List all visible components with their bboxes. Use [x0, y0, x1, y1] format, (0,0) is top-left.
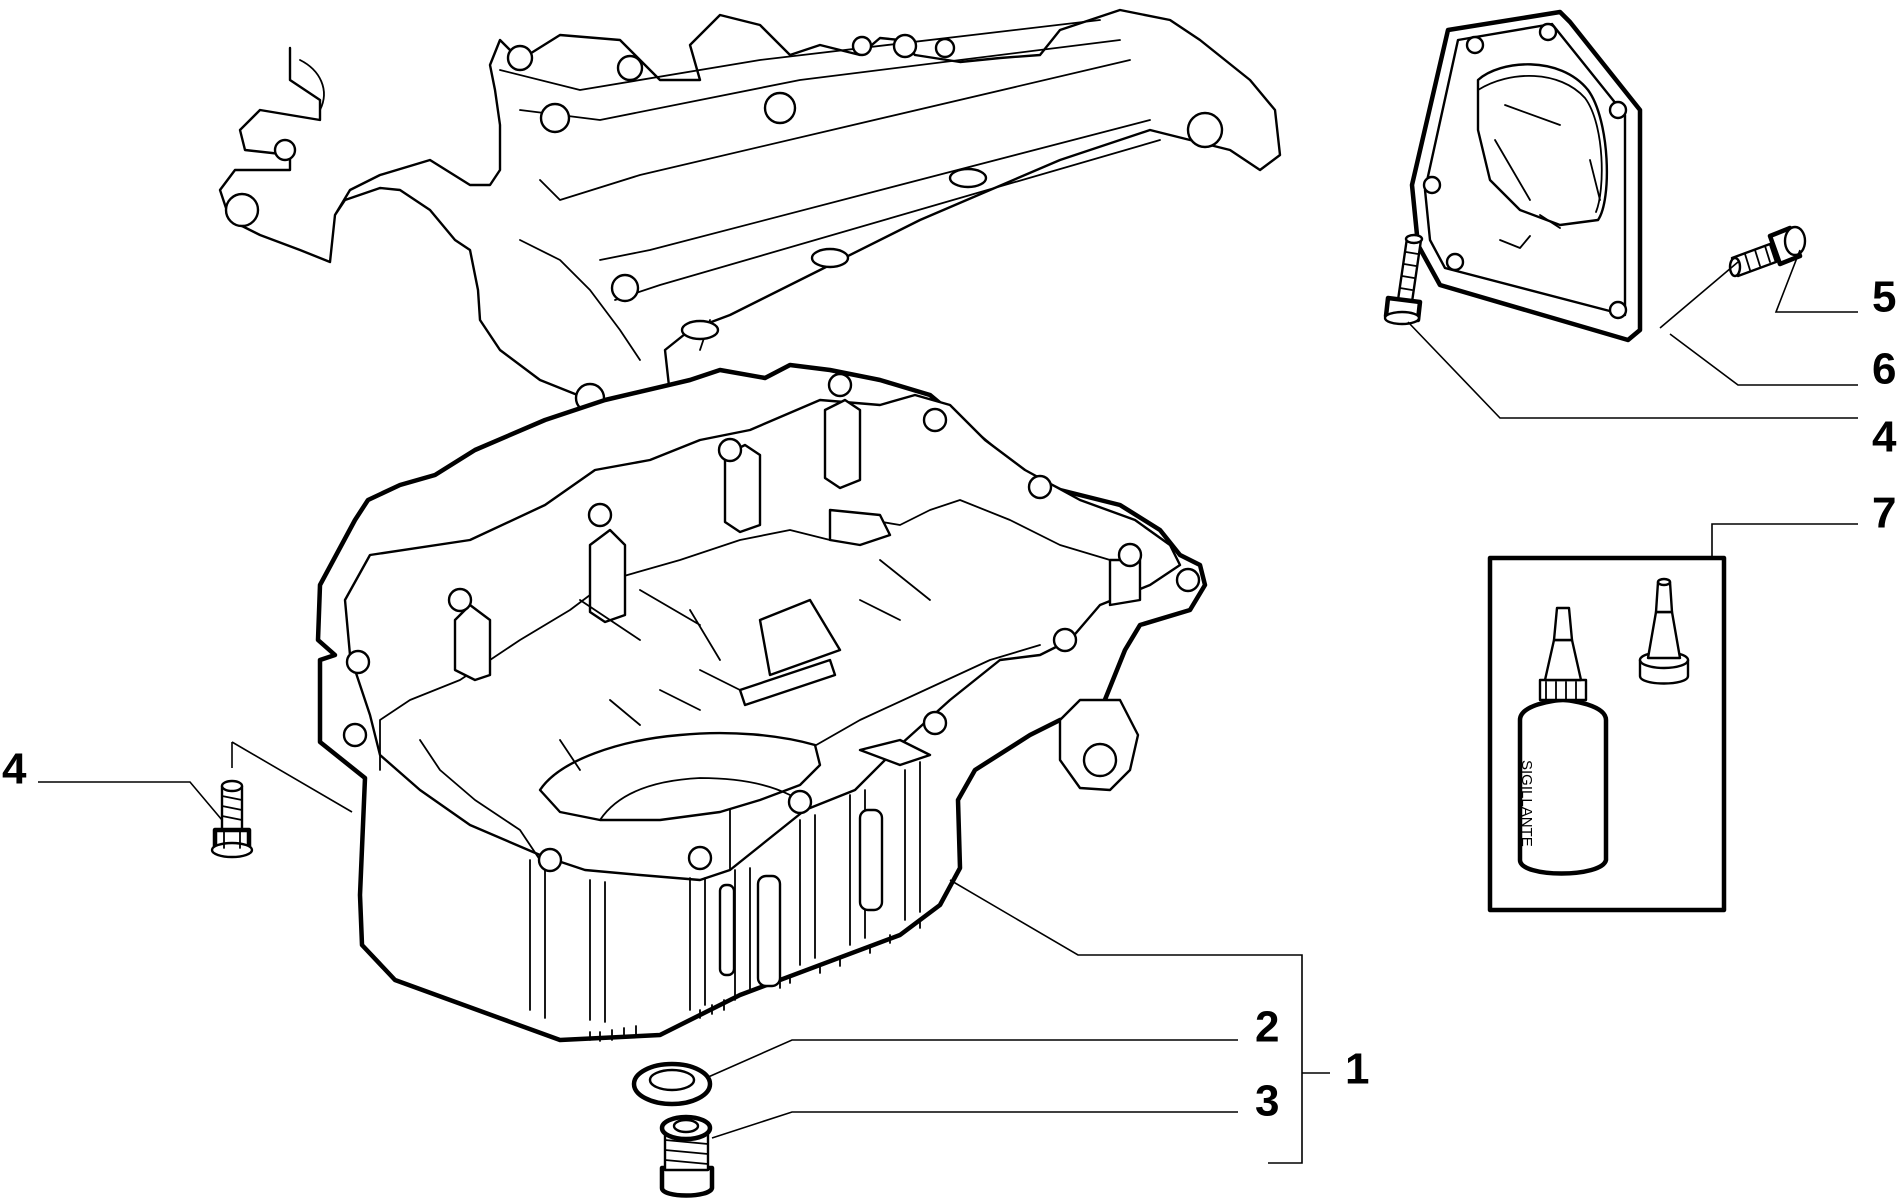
pan-bolt-left: [210, 779, 254, 859]
drain-plug-washer: [631, 1061, 713, 1107]
drain-plug: [659, 1114, 715, 1198]
engine-block: [218, 8, 1282, 414]
callout-6: 6: [1872, 345, 1896, 394]
sealant-kit-box: [1487, 555, 1727, 913]
callout-1: 1: [1345, 1045, 1369, 1094]
cover-bolt: [1383, 233, 1424, 326]
callout-labels: 1 2 3 4 4 5 6 7: [2, 273, 1897, 1126]
callout-2: 2: [1255, 1003, 1279, 1052]
callout-4-right: 4: [1872, 413, 1897, 462]
callout-5: 5: [1872, 273, 1896, 322]
sealant-bottle-label: SIGILLANTE: [1518, 760, 1535, 847]
callout-4-left: 4: [2, 745, 27, 794]
sealant-bottle: [1517, 697, 1609, 876]
leader-lines: [38, 249, 1858, 1164]
callout-7: 7: [1872, 489, 1896, 538]
oil-pan: [315, 362, 1208, 1043]
callout-3: 3: [1255, 1077, 1279, 1126]
cover-screw: [1728, 225, 1807, 278]
rear-seal-cover: [1409, 9, 1643, 343]
